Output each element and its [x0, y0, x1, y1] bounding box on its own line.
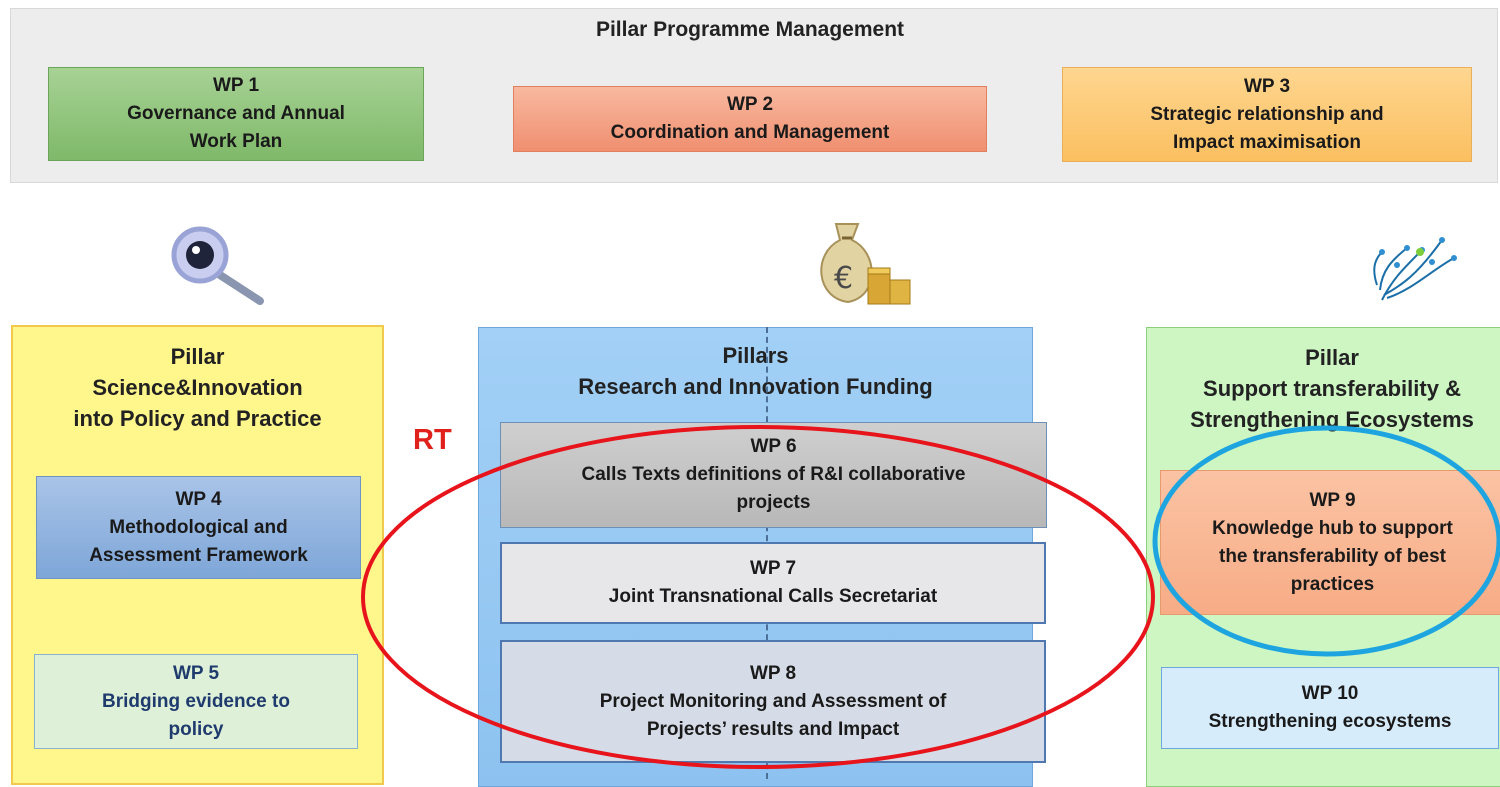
money-bag-euro-icon: € [806, 218, 916, 308]
wp5-line2: policy [168, 718, 224, 740]
network-tree-icon [1362, 230, 1462, 305]
wp1-id: WP 1 [212, 75, 260, 96]
wp5-line1: Bridging evidence to [102, 690, 290, 712]
pillar-right-title-line1: Pillar [1305, 345, 1359, 370]
wp4-line1: Methodological and [109, 516, 288, 538]
wp1-line1: Governance and Annual [127, 103, 345, 124]
wp9-box: WP 9 Knowledge hub to support the transf… [1160, 470, 1500, 615]
wp7-box: WP 7 Joint Transnational Calls Secretari… [500, 542, 1046, 624]
pillar-right-title-line2: Support transferability & [1203, 376, 1461, 401]
wp8-line2: Projects’ results and Impact [646, 718, 900, 740]
wp1-box: WP 1 Governance and Annual Work Plan [48, 67, 424, 161]
pillar-center-title-line2: Research and Innovation Funding [578, 374, 933, 399]
magnifier-eye-icon [168, 225, 268, 305]
wp9-line2: the transferability of best [1219, 545, 1446, 567]
wp8-line1: Project Monitoring and Assessment of [599, 690, 947, 712]
wp9-id: WP 9 [1309, 489, 1356, 511]
rt-annotation-label: RT [413, 424, 452, 456]
pillar-center-title: Pillars Research and Innovation Funding [479, 340, 1032, 402]
wp7-line1: Joint Transnational Calls Secretariat [608, 586, 938, 607]
svg-text:€: € [834, 261, 853, 296]
wp9-line3: practices [1290, 573, 1375, 595]
wp6-line2: projects [736, 492, 811, 513]
wp3-id: WP 3 [1243, 75, 1291, 97]
wp3-box: WP 3 Strategic relationship and Impact m… [1062, 67, 1472, 162]
wp9-line1: Knowledge hub to support [1212, 517, 1453, 539]
pillar-center-title-line1: Pillars [722, 343, 789, 368]
wp6-id: WP 6 [750, 436, 797, 457]
wp4-id: WP 4 [175, 488, 222, 510]
pillar-right-title: Pillar Support transferability & Strengt… [1147, 342, 1500, 435]
wp2-line1: Coordination and Management [610, 122, 890, 143]
wp3-line1: Strategic relationship and [1150, 103, 1384, 125]
wp2-box: WP 2 Coordination and Management [513, 86, 987, 152]
programme-management-title: Pillar Programme Management [595, 18, 905, 41]
pillar-left-title-line3: into Policy and Practice [73, 406, 322, 431]
wp10-id: WP 10 [1301, 683, 1359, 704]
wp6-box: WP 6 Calls Texts definitions of R&I coll… [500, 422, 1047, 528]
pillar-left-title: Pillar Science&Innovation into Policy an… [13, 341, 382, 434]
wp4-box: WP 4 Methodological and Assessment Frame… [36, 476, 361, 579]
pillar-right-title-line3: Strengthening Ecosystems [1190, 407, 1474, 432]
wp1-line2: Work Plan [189, 131, 283, 152]
pillar-left-title-line2: Science&Innovation [92, 375, 303, 400]
wp5-box: WP 5 Bridging evidence to policy [34, 654, 358, 749]
wp7-id: WP 7 [749, 558, 797, 579]
wp5-id: WP 5 [172, 662, 220, 684]
wp6-line1: Calls Texts definitions of R&I collabora… [581, 464, 966, 485]
wp2-id: WP 2 [726, 94, 774, 115]
wp3-line2: Impact maximisation [1173, 131, 1361, 153]
pillar-left-title-line1: Pillar [170, 344, 225, 369]
wp8-id: WP 8 [749, 662, 797, 684]
wp10-line1: Strengthening ecosystems [1208, 711, 1452, 732]
wp8-box: WP 8 Project Monitoring and Assessment o… [500, 640, 1046, 763]
wp4-line2: Assessment Framework [89, 544, 308, 566]
wp10-box: WP 10 Strengthening ecosystems [1161, 667, 1499, 749]
